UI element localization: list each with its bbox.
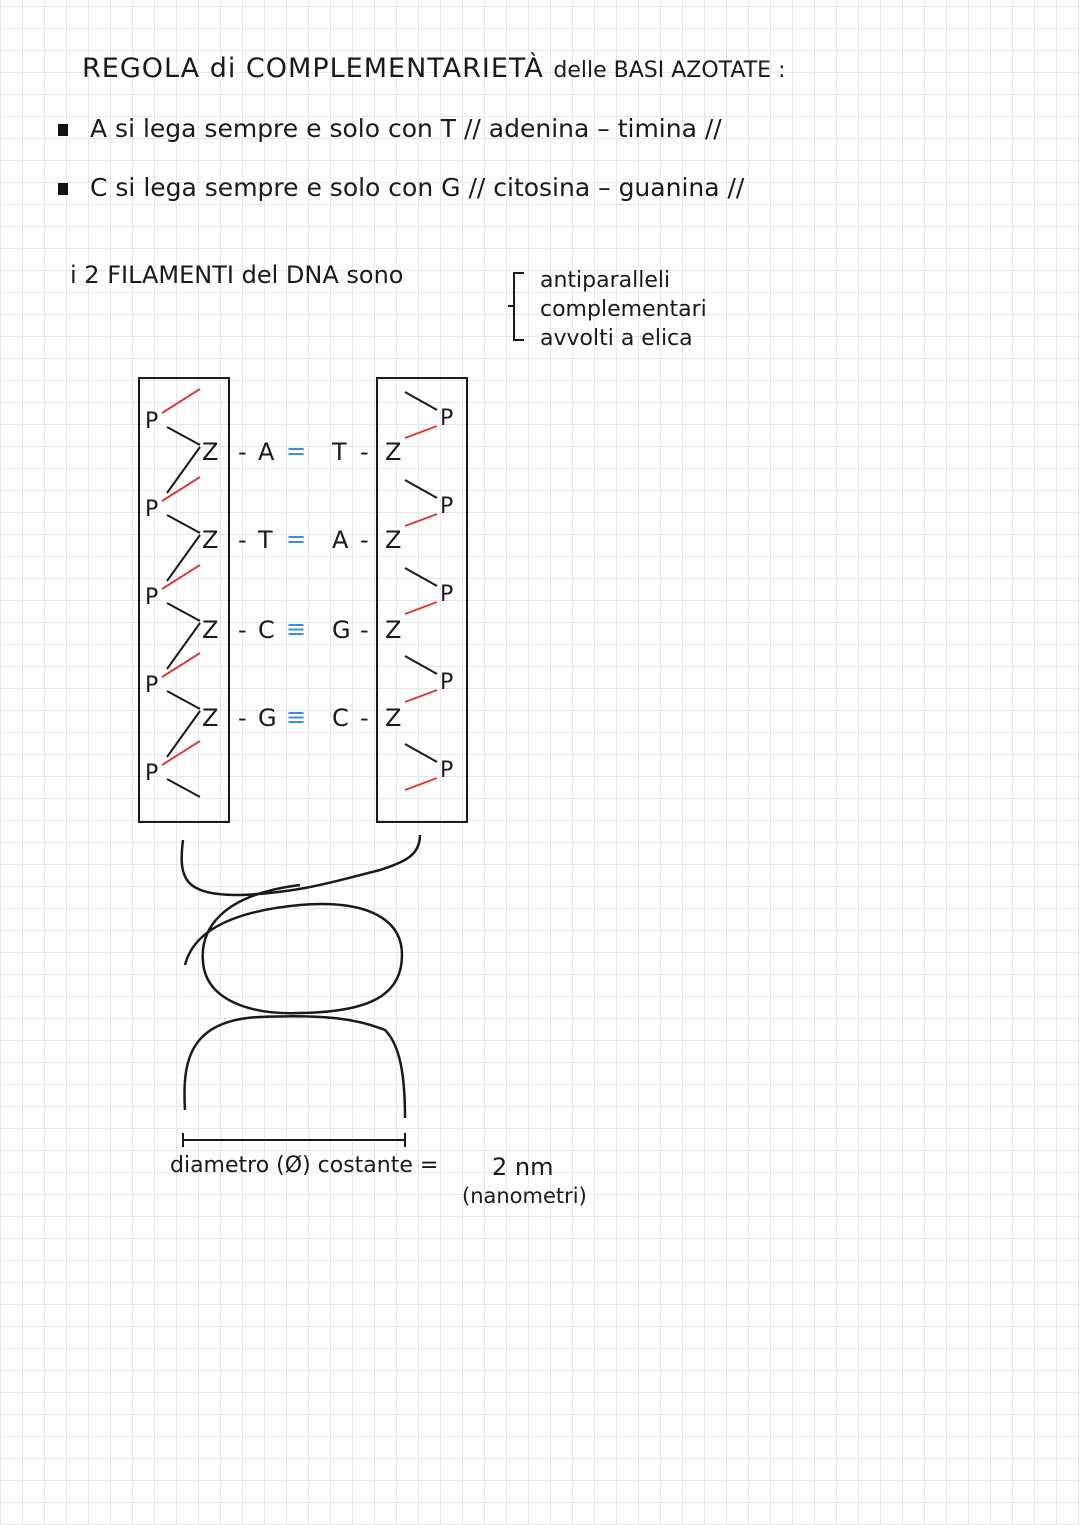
- sugar-phosphate-bond: [404, 567, 438, 587]
- hydrogen-bond: =: [286, 525, 307, 553]
- backbone-red-line: [161, 564, 201, 590]
- title-rest: delle BASI AZOTATE :: [553, 58, 786, 83]
- bond-dash: -: [238, 616, 247, 644]
- backbone-red-line: [404, 513, 438, 527]
- base-left: C: [258, 616, 275, 644]
- backbone-lines: [161, 388, 438, 798]
- backbone-link: [166, 534, 201, 582]
- bullet-icon: [58, 124, 68, 136]
- sugar-label: Z: [385, 526, 402, 554]
- strands-intro: i 2 FILAMENTI del DNA sono: [70, 261, 404, 289]
- brace-icon: [508, 272, 524, 341]
- base-right: T: [332, 438, 347, 466]
- sugar-label: Z: [385, 438, 402, 466]
- phosphate-label: P: [145, 409, 159, 434]
- diameter-value: 2 nm: [492, 1153, 554, 1181]
- backbone-link: [166, 622, 201, 670]
- bond-dash: -: [360, 704, 369, 732]
- sugar-label: Z: [385, 616, 402, 644]
- left-strand-box: [138, 377, 230, 823]
- base-left: T: [258, 526, 273, 554]
- diameter-bar: [182, 1133, 406, 1147]
- base-right: C: [332, 704, 349, 732]
- sugar-phosphate-bond: [166, 426, 201, 446]
- sugar-phosphate-bond: [166, 514, 201, 534]
- backbone-red-line: [161, 652, 201, 678]
- phosphate-label: P: [145, 673, 159, 698]
- phosphate-label: P: [145, 585, 159, 610]
- property-item: antiparalleli: [540, 268, 671, 293]
- base-right: A: [332, 526, 349, 554]
- hydrogen-bond: ≡: [286, 615, 307, 643]
- hydrogen-bond: =: [286, 437, 307, 465]
- bond-dash: -: [238, 526, 247, 554]
- helix-bottom: [183, 1014, 407, 1119]
- backbone-link: [166, 710, 201, 758]
- backbone-link: [166, 446, 201, 494]
- backbone-red-line: [404, 425, 438, 439]
- backbone-red-line: [161, 388, 201, 414]
- phosphate-label: P: [145, 497, 159, 522]
- base-right: G: [332, 616, 351, 644]
- diameter-label: diametro (Ø) costante =: [170, 1153, 439, 1178]
- backbone-red-line: [161, 740, 201, 766]
- rule-at: A si lega sempre e solo con T // adenina…: [58, 116, 722, 141]
- helix-drawing: [180, 834, 422, 1119]
- sugar-label: Z: [202, 616, 219, 644]
- base-left: A: [258, 438, 275, 466]
- sugar-label: Z: [202, 526, 219, 554]
- helix-top: [180, 834, 422, 897]
- title-main: REGOLA di COMPLEMENTARIETÀ: [82, 53, 544, 84]
- phosphate-label: P: [440, 582, 454, 607]
- property-item: avvolti a elica: [540, 326, 693, 351]
- diameter-unit-note: (nanometri): [462, 1184, 587, 1208]
- sugar-phosphate-bond: [166, 602, 201, 622]
- sugar-phosphate-bond: [404, 655, 438, 675]
- phosphate-label: P: [145, 761, 159, 786]
- bullet-icon: [58, 183, 68, 195]
- phosphate-label: P: [440, 406, 454, 431]
- bond-dash: -: [360, 616, 369, 644]
- helix-loop: [183, 883, 404, 1015]
- bond-dash: -: [238, 704, 247, 732]
- bond-dash: -: [238, 438, 247, 466]
- base-left: G: [258, 704, 277, 732]
- properties-list: antiparalleli complementari avvolti a el…: [540, 266, 707, 353]
- hydrogen-bond: ≡: [286, 703, 307, 731]
- phosphate-label: P: [440, 494, 454, 519]
- sugar-phosphate-bond: [166, 690, 201, 710]
- sugar-label: Z: [202, 704, 219, 732]
- rule-cg: C si lega sempre e solo con G // citosin…: [58, 175, 744, 200]
- backbone-red-line: [161, 476, 201, 502]
- phosphate-label: P: [440, 670, 454, 695]
- page-title: REGOLA di COMPLEMENTARIETÀ delle BASI AZ…: [82, 55, 786, 82]
- sugar-phosphate-bond: [404, 391, 438, 411]
- phosphate-label: P: [440, 758, 454, 783]
- backbone-red-line: [404, 601, 438, 615]
- backbone-red-line: [404, 777, 438, 791]
- sugar-phosphate-bond: [166, 778, 201, 798]
- sugar-phosphate-bond: [404, 479, 438, 499]
- bond-dash: -: [360, 438, 369, 466]
- sugar-label: Z: [202, 438, 219, 466]
- sugar-label: Z: [385, 704, 402, 732]
- right-strand-box: [376, 377, 468, 823]
- property-item: complementari: [540, 297, 707, 322]
- bond-dash: -: [360, 526, 369, 554]
- backbone-red-line: [404, 689, 438, 703]
- sugar-phosphate-bond: [404, 743, 438, 763]
